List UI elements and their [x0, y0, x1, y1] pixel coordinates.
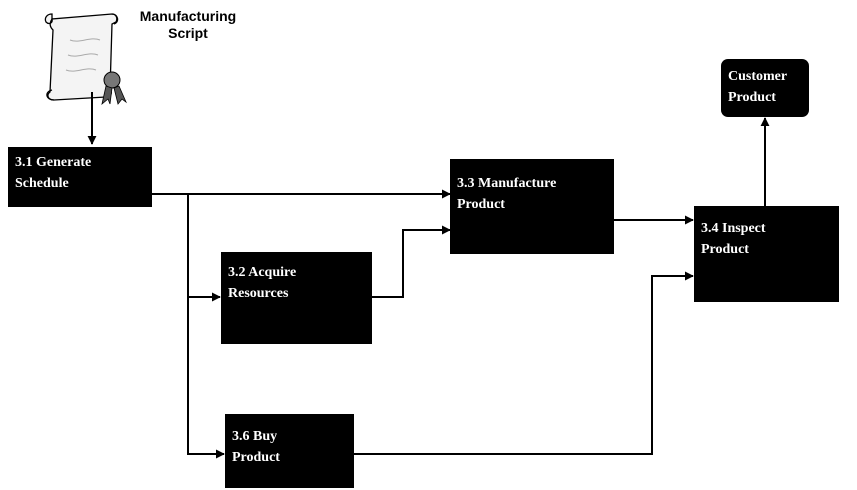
box-manufacture-product: 3.3 Manufacture Product	[450, 159, 614, 254]
box-generate-schedule: 3.1 Generate Schedule	[8, 147, 152, 207]
script-scroll-icon	[45, 14, 126, 104]
box-buy-product: 3.6 Buy Product	[225, 414, 354, 488]
box-acquire-resources: 3.2 Acquire Resources	[221, 252, 372, 344]
script-label: Manufacturing Script	[128, 8, 248, 42]
connector-acquire-to-manufacture	[372, 230, 450, 297]
box-customer-product: Customer Product	[721, 59, 809, 117]
connector-buy-to-inspect	[354, 276, 693, 454]
connector-trunk	[188, 194, 224, 454]
box-inspect-product: 3.4 Inspect Product	[694, 206, 839, 302]
